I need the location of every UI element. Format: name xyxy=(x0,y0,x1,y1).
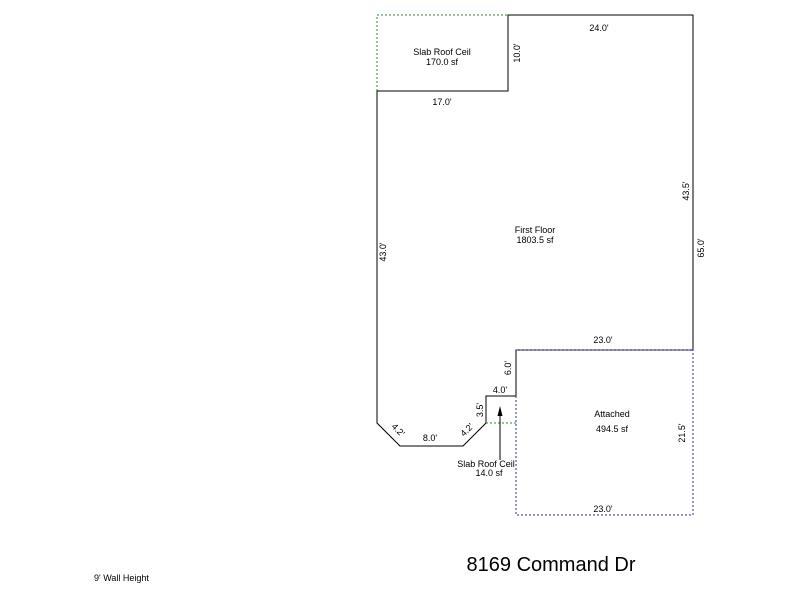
slab-small-area: 14.0 sf xyxy=(475,468,503,478)
dim-attached-bottom: 23.0' xyxy=(593,504,613,514)
dim-slab-width: 17.0' xyxy=(432,97,452,107)
dim-small-height: 3.5' xyxy=(475,403,485,418)
slab-top-name: Slab Roof Ceil xyxy=(413,47,471,57)
slab-small-arrowhead xyxy=(497,406,503,416)
slab-top-area: 170.0 sf xyxy=(426,57,459,67)
first-floor-area: 1803.5 sf xyxy=(516,235,554,245)
dim-attached-top: 23.0' xyxy=(593,335,613,345)
dim-bottom-width: 8.0' xyxy=(423,433,438,443)
address-title: 8169 Command Dr xyxy=(467,554,636,576)
wall-height-note: 9' Wall Height xyxy=(94,573,149,583)
attached-area: 494.5 sf xyxy=(596,424,629,434)
dim-right-upper: 43.5' xyxy=(681,181,691,201)
dim-notch-height: 10.0' xyxy=(512,43,522,63)
dim-right-total: 65.0' xyxy=(696,238,706,258)
first-floor-name: First Floor xyxy=(515,225,556,235)
slab-small-name: Slab Roof Ceil xyxy=(457,459,515,469)
dim-diag-left: 4.2' xyxy=(390,421,407,438)
attached-name: Attached xyxy=(594,409,630,419)
attached-outline xyxy=(515,349,694,516)
slab-top-outline xyxy=(376,14,508,91)
dim-step-height: 6.0' xyxy=(503,361,513,376)
dim-step-width: 4.0' xyxy=(493,385,508,395)
dim-top-right-width: 24.0' xyxy=(589,23,609,33)
dim-attached-side: 21.5' xyxy=(677,423,687,443)
dim-left-height: 43.0' xyxy=(378,242,388,262)
